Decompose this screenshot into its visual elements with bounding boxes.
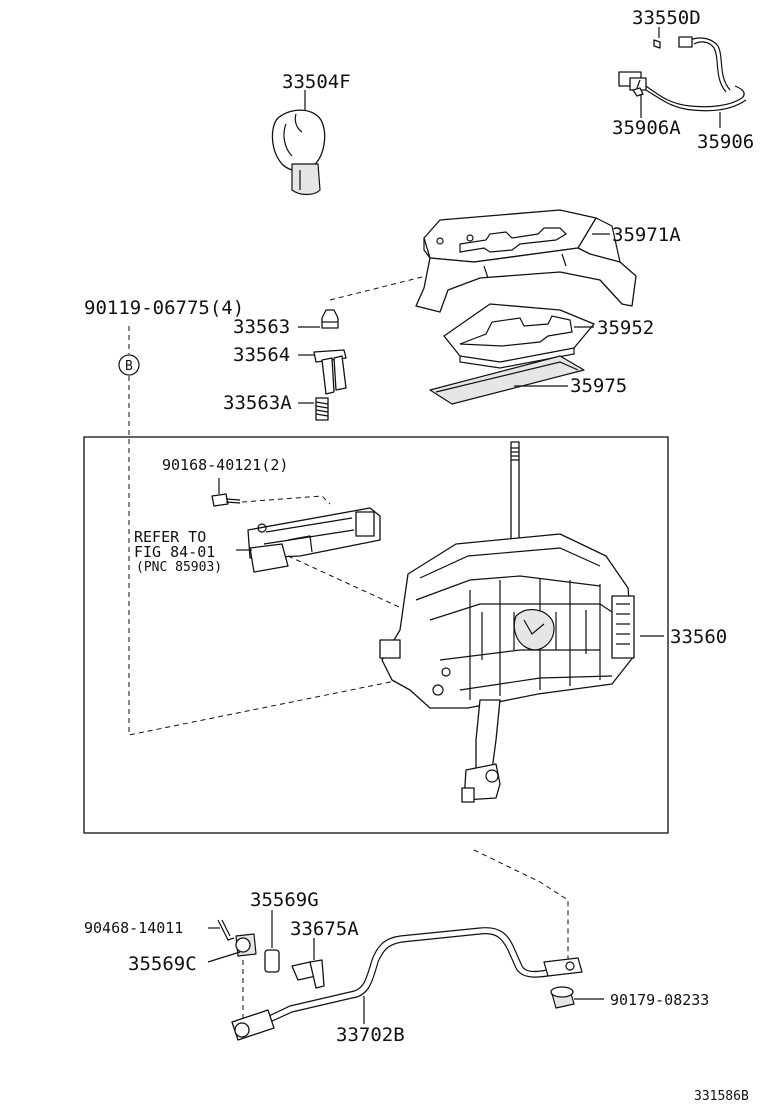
label-90168-40121: 90168-40121(2) <box>162 456 288 474</box>
label-33563: 33563 <box>233 316 290 338</box>
callout-labels: 33550D 33504F 35906A 35906 35971A 90119-… <box>84 7 754 1104</box>
sensor-harness-35906 <box>618 36 747 112</box>
shift-lever-assy-33560 <box>379 441 635 803</box>
figure-number: 331586B <box>694 1089 749 1104</box>
shift-lock-33564 <box>313 349 347 395</box>
label-fig-84-01: FIG 84-01 <box>134 543 215 561</box>
shift-knob-33504F <box>271 109 326 196</box>
grommet-90179 <box>550 986 575 1009</box>
label-pnc-85903: (PNC 85903) <box>136 560 222 575</box>
label-circle-b: B <box>125 359 133 374</box>
transmission-cable-33702B <box>231 927 583 1041</box>
clip-33550D <box>653 27 661 49</box>
clip-90468 <box>217 919 235 941</box>
label-refer-to: REFER TO <box>134 528 206 546</box>
assembly-frame <box>83 436 669 834</box>
label-33504F: 33504F <box>282 71 351 93</box>
label-90119-06775: 90119-06775(4) <box>84 297 244 319</box>
label-33550D: 33550D <box>632 7 701 29</box>
label-35971A: 35971A <box>612 224 681 246</box>
label-35906: 35906 <box>697 131 754 153</box>
label-35975: 35975 <box>570 375 627 397</box>
button-33563 <box>321 309 339 329</box>
indicator-bezel-35971A <box>415 209 637 313</box>
label-33560: 33560 <box>670 626 727 648</box>
shift-lock-solenoid <box>247 507 381 573</box>
label-33675A: 33675A <box>290 918 359 940</box>
bolt-33675A <box>291 959 325 989</box>
label-35569C: 35569C <box>128 953 197 975</box>
position-plate-35952 <box>443 303 595 369</box>
label-33564: 33564 <box>233 344 290 366</box>
label-33563A: 33563A <box>223 392 292 414</box>
screw-90168 <box>211 493 241 507</box>
label-33702B: 33702B <box>336 1024 405 1046</box>
label-35906A: 35906A <box>612 117 681 139</box>
dust-plate-35975 <box>429 355 585 405</box>
bushing-35569C <box>235 933 257 957</box>
label-35952: 35952 <box>597 317 654 339</box>
reference-circle-b <box>118 354 140 376</box>
label-90468-14011: 90468-14011 <box>84 919 183 937</box>
spring-33563A <box>315 397 329 421</box>
label-90179-08233: 90179-08233 <box>610 991 709 1009</box>
collar-35569G <box>264 949 280 973</box>
label-35569G: 35569G <box>250 889 319 911</box>
